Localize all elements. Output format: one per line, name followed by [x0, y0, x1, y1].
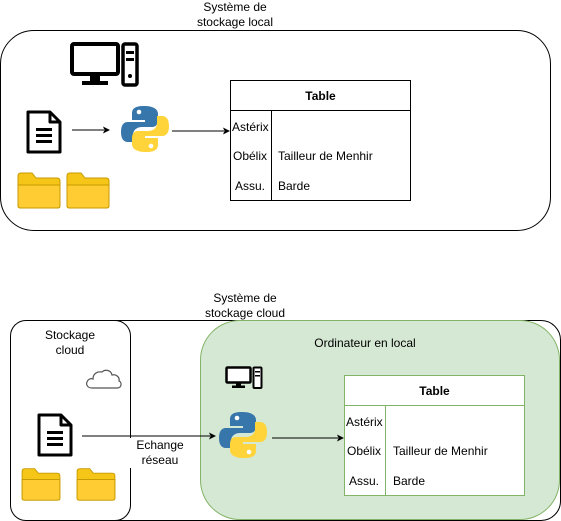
local-table-divider	[271, 111, 272, 200]
cloud-table: Table Astérix Obélix Tailleur de Menhir …	[344, 375, 525, 496]
folder-icon	[66, 172, 110, 209]
computer-icon	[225, 366, 263, 389]
python-icon	[219, 412, 267, 458]
local-table: Table Astérix Obélix Tailleur de Menhir …	[230, 80, 411, 201]
folder-icon	[76, 468, 116, 501]
table-row-value: Barde	[278, 179, 311, 193]
folder-icon	[17, 172, 61, 209]
table-row-value: Tailleur de Menhir	[393, 444, 488, 458]
document-icon	[37, 413, 73, 457]
cloud-table-title: Table	[345, 376, 524, 406]
local-system-title: Système de stockage local	[196, 0, 274, 29]
table-row-value: Barde	[393, 474, 426, 488]
table-row-value: Tailleur de Menhir	[278, 149, 373, 163]
table-row-key: Astérix	[232, 120, 269, 134]
cloud-table-divider	[385, 406, 386, 495]
local-system-container	[0, 30, 551, 231]
table-row-key: Assu.	[235, 179, 266, 193]
table-row-key: Obélix	[233, 149, 268, 163]
computer-icon	[70, 42, 139, 87]
folder-icon	[21, 468, 61, 501]
table-row-key: Obélix	[347, 444, 382, 458]
local-computer-label: Ordinateur en local	[314, 336, 416, 350]
cloud-storage-label: Stockage cloud	[44, 328, 96, 357]
cloud-system-title: Système de stockage cloud	[204, 291, 286, 320]
python-icon	[121, 106, 169, 152]
exchange-label: Echange réseau	[128, 438, 192, 468]
table-row-key: Assu.	[349, 474, 380, 488]
document-icon	[26, 110, 62, 154]
local-table-title: Table	[231, 81, 410, 111]
table-row-key: Astérix	[346, 415, 383, 429]
cloud-icon	[86, 369, 122, 389]
